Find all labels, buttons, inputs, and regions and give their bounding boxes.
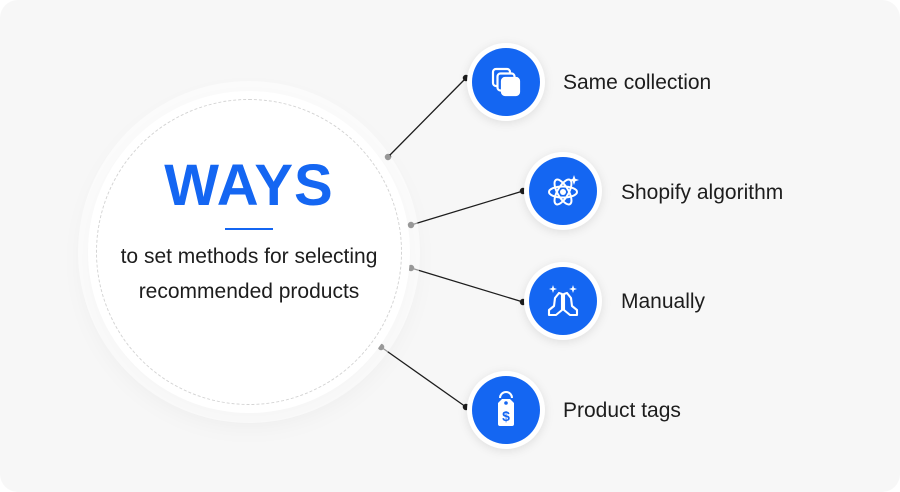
connector-dot xyxy=(407,221,415,229)
method-label-product-tags: Product tags xyxy=(563,399,681,422)
price-tag-dollar-icon: $ xyxy=(498,391,514,426)
connector-manually xyxy=(410,267,524,303)
method-node-manually xyxy=(524,262,602,340)
svg-text:$: $ xyxy=(502,408,510,424)
central-circle: WAYS to set methods for selecting recomm… xyxy=(88,91,410,413)
hub-subtitle: to set methods for selecting recommended… xyxy=(120,245,378,303)
connector-dot xyxy=(384,153,392,161)
connector-product-tags xyxy=(380,346,467,408)
dashed-ring xyxy=(96,99,402,405)
stacked-squares-icon xyxy=(491,67,521,97)
hub-title: WAYS xyxy=(164,153,334,218)
method-node-shopify-algorithm xyxy=(524,152,602,230)
method-label-same-collection: Same collection xyxy=(563,71,712,94)
praying-hands-icon xyxy=(547,285,579,317)
title-underline xyxy=(225,228,273,230)
atom-sparkle-icon xyxy=(548,175,579,206)
method-label-manually: Manually xyxy=(621,290,706,313)
method-label-shopify-algorithm: Shopify algorithm xyxy=(621,181,784,204)
connector-shopify-algorithm xyxy=(410,190,524,226)
method-node-product-tags: $ xyxy=(467,371,545,449)
method-node-same-collection xyxy=(467,43,545,121)
connector-same-collection xyxy=(387,77,467,158)
